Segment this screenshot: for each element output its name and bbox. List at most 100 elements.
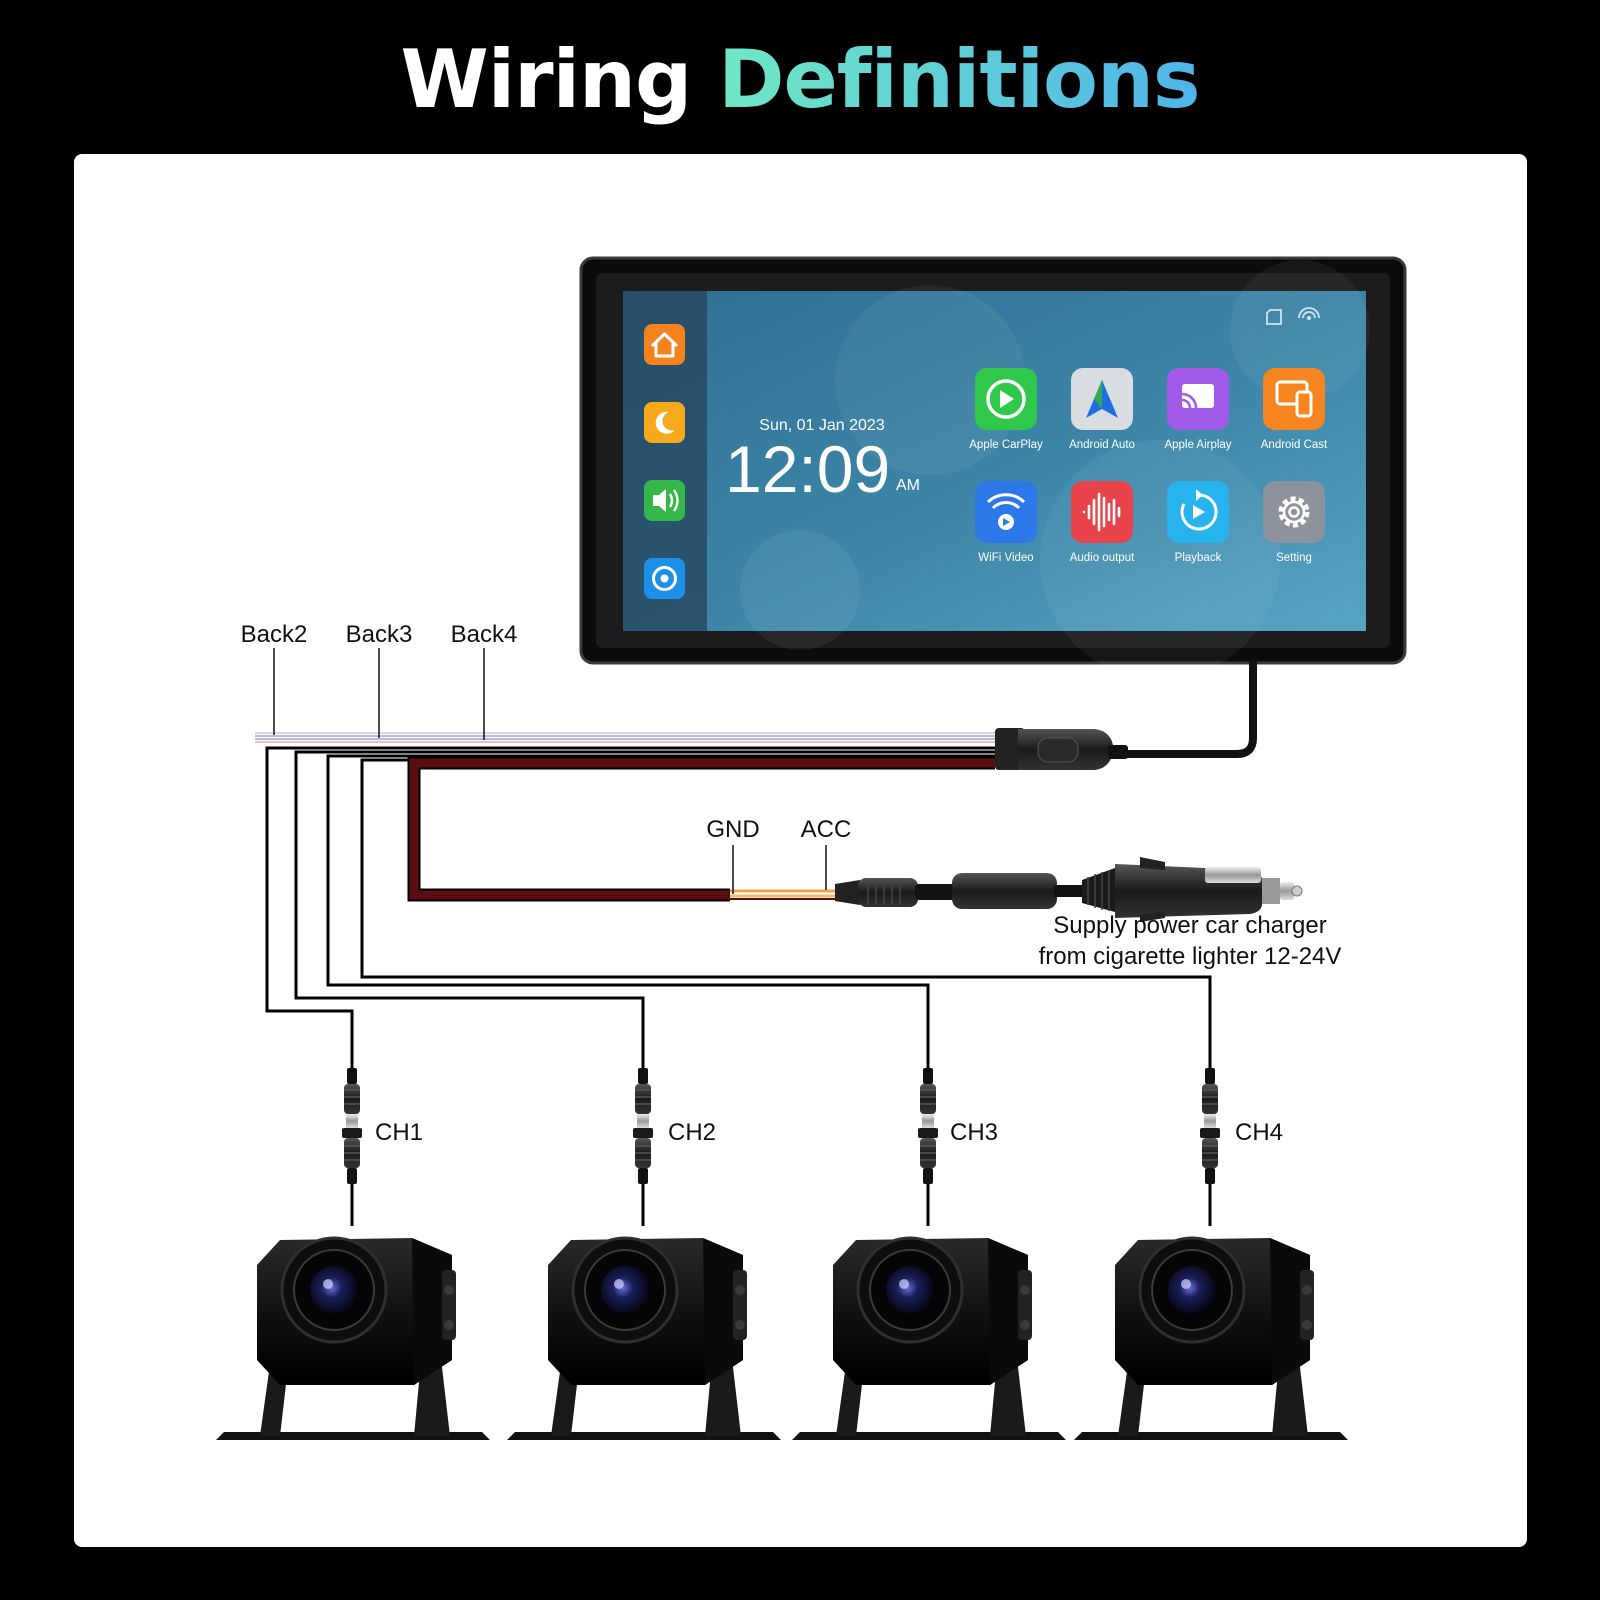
back2-label: Back2: [241, 621, 308, 648]
connector-ridges: [1202, 1145, 1218, 1161]
screen-bokeh: [1230, 260, 1370, 400]
camera-screw: [444, 1320, 454, 1330]
app-label: Playback: [1175, 552, 1222, 564]
camera-screw: [1020, 1285, 1030, 1295]
camera-ch1: [216, 1068, 490, 1440]
ch1-wire: [265, 746, 995, 1070]
screen-background: [623, 291, 1366, 631]
connector-boot: [923, 1168, 933, 1184]
power-wire-outline: [407, 756, 995, 902]
home-icon[interactable]: [644, 324, 685, 365]
screen-ampm: AM: [896, 477, 920, 494]
app-label: Apple Airplay: [1164, 439, 1231, 451]
connector-boot: [347, 1068, 357, 1084]
back3-label: Back3: [346, 621, 413, 648]
connector-ridges: [1202, 1089, 1218, 1105]
connector-ridges: [344, 1145, 360, 1161]
app-tile-carplay[interactable]: Apple CarPlay: [969, 368, 1043, 451]
connector-thread: [1204, 1114, 1216, 1128]
wifi-video-icon: [975, 481, 1037, 543]
connector-male: [344, 1084, 360, 1114]
app-label: Apple CarPlay: [969, 439, 1043, 451]
connector-thread: [922, 1114, 934, 1128]
ch3-label: CH3: [950, 1119, 998, 1146]
camera-screw: [1302, 1320, 1312, 1330]
connector-boot: [638, 1068, 648, 1084]
sd-card-icon: [1266, 309, 1282, 325]
connector-nut: [1200, 1128, 1220, 1138]
connector-male: [1202, 1084, 1218, 1114]
connector-ridges: [635, 1089, 651, 1105]
back-labels: Back2 Back3 Back4: [241, 621, 517, 740]
connector-ridges: [344, 1089, 360, 1105]
charger-caption-line1: Supply power car charger: [1053, 912, 1326, 939]
gnd-label: GND: [706, 816, 759, 843]
ch3-wire: [326, 754, 995, 1070]
connector-boot: [638, 1168, 648, 1184]
camera-ch4: [1074, 1068, 1348, 1440]
connector-male: [635, 1084, 651, 1114]
app-tile-setting[interactable]: Setting: [1263, 481, 1325, 564]
camera-lens: [310, 1266, 358, 1314]
connector-ridges: [920, 1145, 936, 1161]
cast-icon: [1263, 368, 1325, 430]
camera-shutter-icon[interactable]: [644, 558, 685, 599]
night-mode-icon[interactable]: [644, 402, 685, 443]
camera-lens: [601, 1266, 649, 1314]
app-tile-android-cast[interactable]: Android Cast: [1261, 368, 1328, 451]
connector-nut: [633, 1128, 653, 1138]
app-label: WiFi Video: [978, 552, 1033, 564]
channel-wires: [265, 746, 1212, 1070]
connector-boot: [347, 1168, 357, 1184]
screen-time: 12:09: [725, 432, 890, 506]
connector-boot: [1205, 1168, 1215, 1184]
screen-date: Sun, 01 Jan 2023: [759, 417, 885, 434]
camera-lens: [886, 1266, 934, 1314]
app-tile-airplay[interactable]: Apple Airplay: [1164, 368, 1232, 451]
app-label: Android Cast: [1261, 439, 1328, 451]
screen-bokeh: [740, 530, 860, 650]
volume-icon[interactable]: [644, 480, 685, 521]
camera-lens-glint: [323, 1279, 333, 1289]
app-label: Setting: [1276, 552, 1312, 564]
connector-thread: [637, 1114, 649, 1128]
connector-male: [920, 1084, 936, 1114]
connector-nut: [918, 1128, 938, 1138]
gear-icon: [1263, 481, 1325, 543]
app-tile-playback[interactable]: Playback: [1167, 481, 1229, 564]
ch2-label: CH2: [668, 1119, 716, 1146]
monitor: Sun, 01 Jan 2023 12:09 AM Apple CarPlay …: [579, 256, 1407, 680]
monitor-cable: [1126, 661, 1257, 758]
camera-screw: [444, 1285, 454, 1295]
app-tile-wifi-video[interactable]: WiFi Video: [975, 481, 1037, 564]
acc-label: ACC: [801, 816, 852, 843]
connector-boot: [1205, 1068, 1215, 1084]
camera-lens: [1168, 1266, 1216, 1314]
audio-wave-icon: [1071, 481, 1133, 543]
app-tile-audio-output[interactable]: Audio output: [1070, 481, 1135, 564]
ch2-wire: [294, 750, 995, 1070]
app-label: Audio output: [1070, 552, 1135, 564]
cigarette-lighter-plug: [835, 857, 1303, 922]
connector-ridges: [635, 1145, 651, 1161]
screen-bokeh: [835, 285, 1025, 475]
app-label: Android Auto: [1069, 439, 1135, 451]
connector-nut: [342, 1128, 362, 1138]
connector-ridges: [920, 1089, 936, 1105]
main-connector: [995, 728, 1128, 770]
app-grid: Apple CarPlay Android Auto Apple Airplay: [969, 368, 1328, 564]
camera-lens-glint: [614, 1279, 624, 1289]
camera-screw: [735, 1285, 745, 1295]
app-tile-android-auto[interactable]: Android Auto: [1069, 368, 1135, 451]
camera-screw: [735, 1320, 745, 1330]
connector-boot: [923, 1068, 933, 1084]
back-signal-wires: [255, 732, 995, 743]
plug-clip: [1205, 867, 1261, 883]
page-title: Wiring Definitions: [0, 32, 1600, 128]
camera-ch3: [792, 1068, 1066, 1440]
title-main: Wiring: [400, 33, 692, 126]
wifi-signal-icon: [1298, 307, 1320, 320]
ch1-label: CH1: [375, 1119, 423, 1146]
title-accent: Definitions: [718, 33, 1200, 126]
camera-screw: [1020, 1320, 1030, 1330]
